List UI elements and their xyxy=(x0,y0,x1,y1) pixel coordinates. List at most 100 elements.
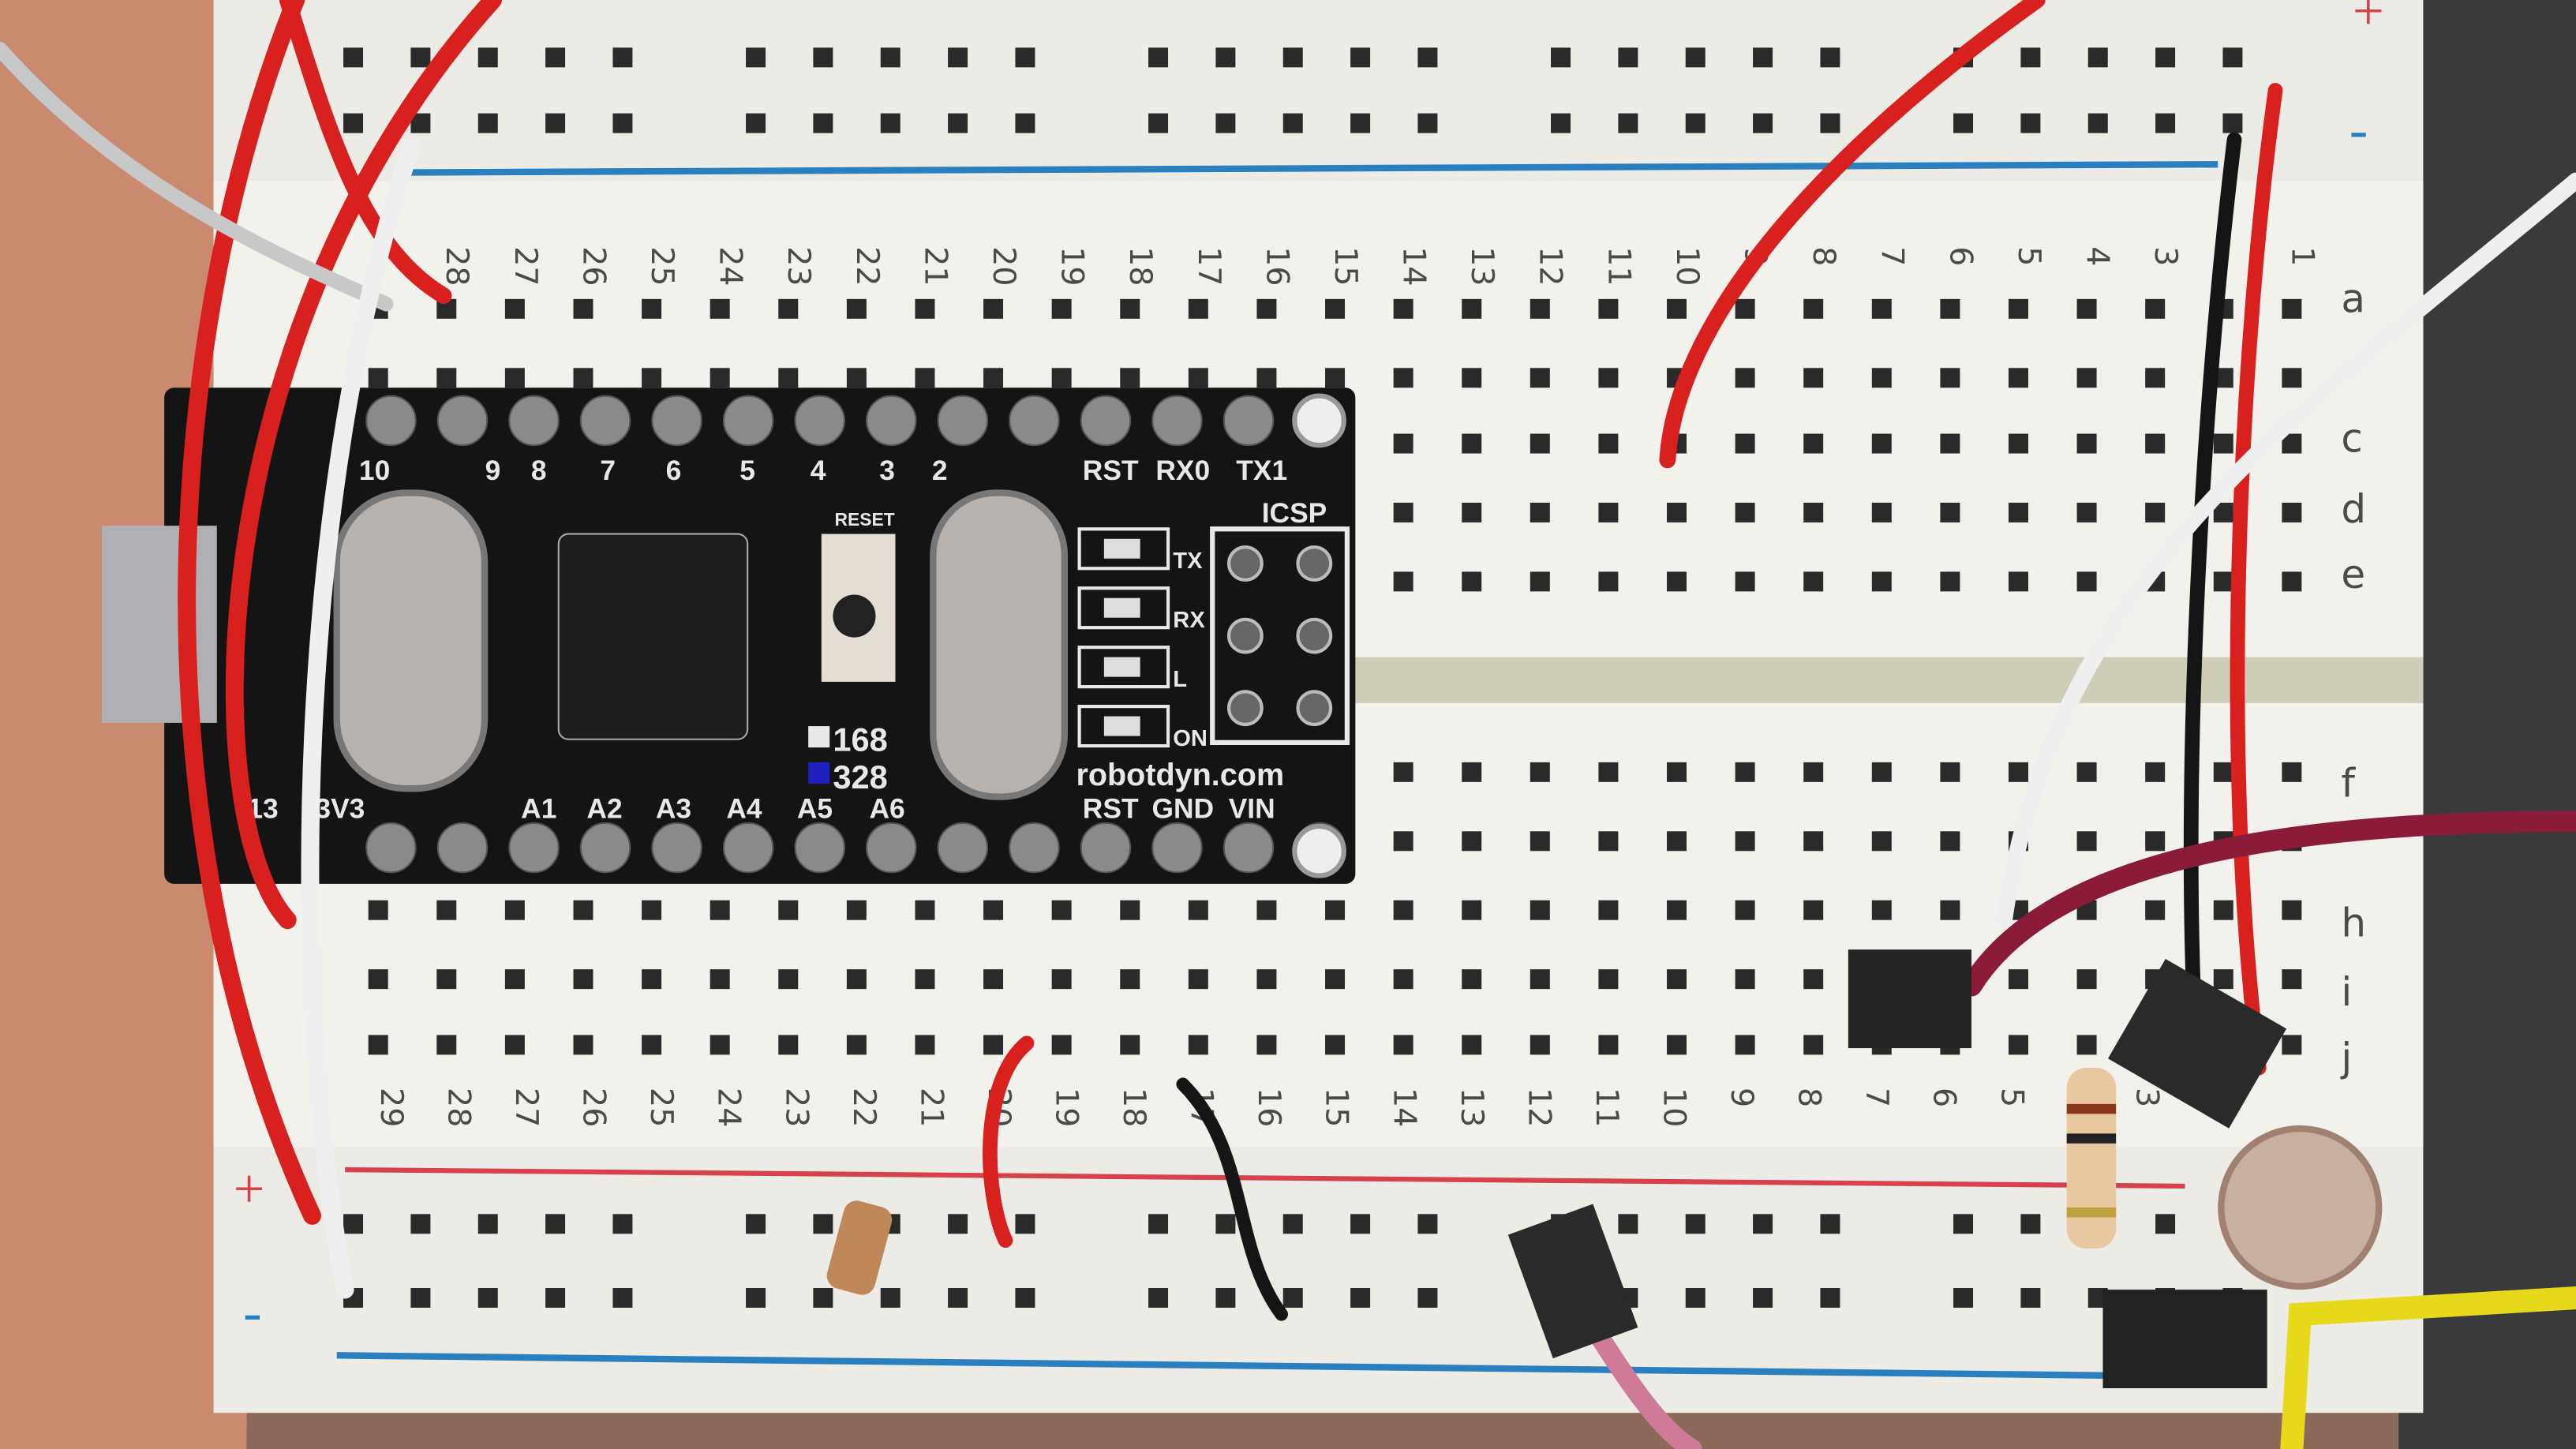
breadboard-hole[interactable] xyxy=(1256,1035,1277,1055)
breadboard-hole[interactable] xyxy=(1803,762,1824,782)
breadboard-hole[interactable] xyxy=(1120,368,1140,388)
breadboard-hole[interactable] xyxy=(504,900,525,920)
breadboard-hole[interactable] xyxy=(1393,298,1413,319)
breadboard-hole[interactable] xyxy=(710,969,730,990)
breadboard-hole[interactable] xyxy=(1393,502,1413,522)
rail-hole[interactable] xyxy=(2020,1214,2041,1234)
breadboard-hole[interactable] xyxy=(1940,762,1960,782)
breadboard-hole[interactable] xyxy=(1462,433,1482,454)
breadboard-hole[interactable] xyxy=(1940,831,1960,852)
breadboard-hole[interactable] xyxy=(1256,368,1277,388)
breadboard-hole[interactable] xyxy=(2076,969,2097,990)
breadboard-hole[interactable] xyxy=(2213,571,2233,592)
rail-hole[interactable] xyxy=(1148,1288,1169,1308)
breadboard-hole[interactable] xyxy=(1598,571,1619,592)
rail-hole[interactable] xyxy=(880,47,900,68)
breadboard-hole[interactable] xyxy=(1735,368,1755,388)
breadboard-hole[interactable] xyxy=(2213,900,2233,920)
rail-hole[interactable] xyxy=(1820,1214,1840,1234)
breadboard-hole[interactable] xyxy=(1325,1035,1346,1055)
rail-hole[interactable] xyxy=(343,47,364,68)
rail-hole[interactable] xyxy=(2020,47,2041,68)
rail-hole[interactable] xyxy=(1685,1214,1705,1234)
breadboard-hole[interactable] xyxy=(2282,571,2302,592)
breadboard-hole[interactable] xyxy=(1735,762,1755,782)
rail-hole[interactable] xyxy=(410,47,431,68)
breadboard-hole[interactable] xyxy=(2076,1035,2097,1055)
rail-hole[interactable] xyxy=(612,113,633,133)
breadboard-hole[interactable] xyxy=(1940,368,1960,388)
breadboard-hole[interactable] xyxy=(1393,368,1413,388)
breadboard-hole[interactable] xyxy=(436,969,457,990)
breadboard-hole[interactable] xyxy=(1871,831,1892,852)
breadboard-hole[interactable] xyxy=(2009,762,2028,782)
breadboard-hole[interactable] xyxy=(1462,969,1482,990)
rail-hole[interactable] xyxy=(1215,1214,1236,1234)
rail-hole[interactable] xyxy=(1215,47,1236,68)
breadboard-hole[interactable] xyxy=(436,900,457,920)
breadboard-hole[interactable] xyxy=(368,900,388,920)
rail-hole[interactable] xyxy=(1015,113,1035,133)
breadboard-hole[interactable] xyxy=(846,1035,867,1055)
breadboard-hole[interactable] xyxy=(1871,298,1892,319)
breadboard-hole[interactable] xyxy=(1667,900,1687,920)
rail-hole[interactable] xyxy=(1618,1214,1638,1234)
breadboard-hole[interactable] xyxy=(2282,900,2302,920)
breadboard-hole[interactable] xyxy=(2145,900,2166,920)
rail-hole[interactable] xyxy=(545,1214,566,1234)
breadboard-hole[interactable] xyxy=(710,298,730,319)
rail-hole[interactable] xyxy=(477,1288,498,1308)
rail-hole[interactable] xyxy=(2222,47,2243,68)
breadboard-hole[interactable] xyxy=(1871,571,1892,592)
rail-hole[interactable] xyxy=(746,1288,766,1308)
rail-hole[interactable] xyxy=(880,1288,900,1308)
rail-hole[interactable] xyxy=(1753,1288,1773,1308)
rail-hole[interactable] xyxy=(746,1214,766,1234)
breadboard-hole[interactable] xyxy=(1051,969,1072,990)
breadboard-hole[interactable] xyxy=(1530,831,1550,852)
rail-hole[interactable] xyxy=(410,1288,431,1308)
rail-hole[interactable] xyxy=(1148,113,1169,133)
rail-hole[interactable] xyxy=(1820,47,1840,68)
rail-hole[interactable] xyxy=(1753,47,1773,68)
breadboard-hole[interactable] xyxy=(1735,831,1755,852)
breadboard-hole[interactable] xyxy=(2076,571,2097,592)
rail-hole[interactable] xyxy=(1282,113,1303,133)
breadboard-hole[interactable] xyxy=(573,368,593,388)
breadboard-hole[interactable] xyxy=(1188,900,1208,920)
rail-hole[interactable] xyxy=(1148,47,1169,68)
breadboard-hole[interactable] xyxy=(1051,900,1072,920)
rail-hole[interactable] xyxy=(2020,1288,2041,1308)
breadboard-hole[interactable] xyxy=(1188,1035,1208,1055)
rail-hole[interactable] xyxy=(1417,113,1438,133)
rail-hole[interactable] xyxy=(1753,113,1773,133)
rail-hole[interactable] xyxy=(1618,47,1638,68)
rail-hole[interactable] xyxy=(1215,1288,1236,1308)
rail-hole[interactable] xyxy=(1015,1288,1035,1308)
breadboard-hole[interactable] xyxy=(2145,433,2166,454)
breadboard-hole[interactable] xyxy=(1803,368,1824,388)
reset-button-cap[interactable] xyxy=(833,594,876,638)
breadboard-hole[interactable] xyxy=(1325,900,1346,920)
breadboard-hole[interactable] xyxy=(2009,502,2028,522)
breadboard-hole[interactable] xyxy=(1735,900,1755,920)
breadboard-hole[interactable] xyxy=(2076,368,2097,388)
rail-hole[interactable] xyxy=(477,113,498,133)
breadboard-hole[interactable] xyxy=(2009,433,2028,454)
rail-hole[interactable] xyxy=(1215,113,1236,133)
breadboard-hole[interactable] xyxy=(1667,1035,1687,1055)
rail-hole[interactable] xyxy=(2155,1214,2176,1234)
breadboard-hole[interactable] xyxy=(2282,762,2302,782)
rail-hole[interactable] xyxy=(1148,1214,1169,1234)
breadboard-hole[interactable] xyxy=(778,368,799,388)
rail-hole[interactable] xyxy=(1015,47,1035,68)
breadboard-hole[interactable] xyxy=(1188,298,1208,319)
rail-hole[interactable] xyxy=(813,1214,833,1234)
breadboard-hole[interactable] xyxy=(1940,502,1960,522)
rail-hole[interactable] xyxy=(545,47,566,68)
breadboard-hole[interactable] xyxy=(1325,368,1346,388)
breadboard-hole[interactable] xyxy=(1120,1035,1140,1055)
rail-hole[interactable] xyxy=(1282,1214,1303,1234)
breadboard-hole[interactable] xyxy=(1803,1035,1824,1055)
breadboard-hole[interactable] xyxy=(1256,969,1277,990)
